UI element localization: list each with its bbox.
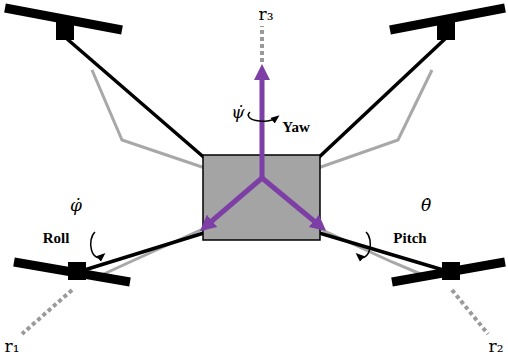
- rotation-arrow: [91, 112, 371, 257]
- body-axis: [206, 72, 320, 226]
- axis-extension: [22, 26, 488, 334]
- axis-label: r₃: [259, 6, 274, 23]
- motion-label: Yaw: [282, 120, 310, 135]
- axis-label: r₂: [489, 338, 504, 355]
- rate-symbol: φ̇: [70, 197, 82, 214]
- axis-label: r₁: [5, 338, 20, 355]
- propeller: [5, 8, 505, 282]
- motion-label: Roll: [43, 231, 70, 246]
- motor: [56, 22, 460, 280]
- rate-symbol: ψ̇: [231, 104, 244, 121]
- rate-symbol: θ̇: [421, 197, 431, 214]
- motion-label: Pitch: [393, 231, 426, 246]
- arm: [66, 38, 450, 272]
